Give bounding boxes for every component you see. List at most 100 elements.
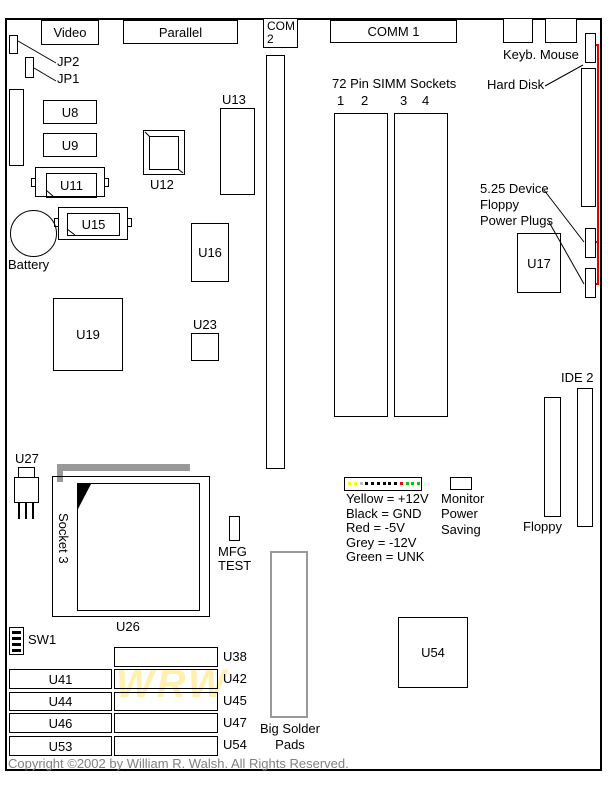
heatsink-bar-leg xyxy=(57,464,63,482)
mps-line1: Monitor xyxy=(441,491,485,506)
hard-disk-label: Hard Disk xyxy=(487,77,545,92)
monitor-power-saving-jumper xyxy=(450,477,472,490)
jp1-jumper xyxy=(25,57,34,78)
u13-label: U13 xyxy=(222,92,246,107)
jp1-label: JP1 xyxy=(57,71,80,86)
chip-u46: U46 xyxy=(9,713,112,733)
sw1-dip-switch xyxy=(9,627,24,655)
socket3-label: Socket 3 xyxy=(56,513,71,564)
u12-socket xyxy=(143,130,185,175)
simm-socket-3-4 xyxy=(394,113,448,417)
chip-u9: U9 xyxy=(43,133,97,157)
chip-u44: U44 xyxy=(9,692,112,711)
mfg-line1: MFG xyxy=(218,544,247,559)
battery-label: Battery xyxy=(8,257,50,272)
power-pin-dot xyxy=(417,482,420,485)
power-pin-dot xyxy=(405,482,409,485)
legend-grey: Grey = -12V xyxy=(346,534,417,550)
power-pin-dot xyxy=(388,482,392,485)
power-pin-dot xyxy=(348,482,351,485)
u27-label: U27 xyxy=(15,451,39,466)
legend-yellow: Yellow = +12V xyxy=(346,491,429,506)
u54-row-label: U54 xyxy=(223,737,247,752)
u26-label: U26 xyxy=(116,619,140,634)
pin1-triangle xyxy=(78,484,91,509)
u19-label: U19 xyxy=(76,327,100,342)
sw1-stripe xyxy=(12,631,21,634)
u38-label: U38 xyxy=(223,649,247,664)
mfg-line2: TEST xyxy=(218,558,252,573)
u44-label: U44 xyxy=(48,694,73,709)
parallel-connector: Parallel xyxy=(123,20,238,44)
mfg-test-label: MFG TEST xyxy=(218,545,251,573)
cpu-socket-inner xyxy=(77,483,200,611)
chip-u13 xyxy=(220,108,255,195)
board-outline xyxy=(5,18,602,771)
com2-label-line1: COM xyxy=(267,19,295,33)
u47-label: U47 xyxy=(223,715,247,730)
monitor-power-saving-label: Monitor Power Saving xyxy=(441,491,484,537)
power-pin-dot xyxy=(394,482,397,485)
u23-label: U23 xyxy=(193,317,217,332)
sw1-stripe xyxy=(12,643,21,646)
ide2-label: IDE 2 xyxy=(561,370,594,385)
mfg-test-jumper xyxy=(229,516,240,541)
big-solder-pads xyxy=(270,551,308,718)
u27-leg-2 xyxy=(25,503,27,519)
power-plug-2 xyxy=(585,268,596,298)
u15-clip-right xyxy=(127,218,132,227)
legend-green: Green = UNK xyxy=(346,549,425,565)
ide2-connector xyxy=(577,388,593,527)
keyboard-connector xyxy=(503,18,533,43)
parallel-label: Parallel xyxy=(158,24,203,40)
chip-u54-row xyxy=(114,736,218,756)
power-plug-1 xyxy=(585,228,596,258)
mps-line3: Saving xyxy=(441,521,481,537)
u46-label: U46 xyxy=(48,715,73,731)
power-plugs-line2: Floppy xyxy=(480,196,520,212)
simm-slot-2: 2 xyxy=(361,93,369,108)
power-plugs-text: 5.25 Device Floppy Power Plugs xyxy=(480,181,553,228)
copyright-text: Copyright ©2002 by William R. Walsh. All… xyxy=(8,756,349,771)
chip-u42 xyxy=(114,669,218,689)
keyb-mouse-label: Keyb. Mouse xyxy=(503,47,579,62)
power-pin-dot xyxy=(371,482,374,485)
u12-label: U12 xyxy=(150,177,174,192)
legend-black: Black = GND xyxy=(346,505,422,521)
u27-leg-1 xyxy=(18,503,20,519)
u11-clip-left xyxy=(31,178,36,187)
power-pin-dot xyxy=(376,482,380,485)
chip-u19: U19 xyxy=(53,298,123,371)
power-color-legend: Yellow = +12V Black = GND Red = -5V Grey… xyxy=(346,491,429,565)
com2-header-strip xyxy=(266,55,285,469)
simm-title: 72 Pin SIMM Sockets xyxy=(332,76,457,91)
cpu-socket-outer xyxy=(52,476,210,617)
power-plugs-line1: 5.25 Device xyxy=(480,181,549,196)
chip-u53: U53 xyxy=(9,736,112,756)
sw1-label: SW1 xyxy=(28,632,57,647)
floppy-label: Floppy xyxy=(523,519,563,534)
u11-label: U11 xyxy=(60,178,83,193)
simm-slot-1: 1 xyxy=(337,93,345,108)
power-pin-dot xyxy=(382,482,386,485)
bsp-line2: Pads xyxy=(275,736,305,752)
u53-label: U53 xyxy=(48,738,73,754)
power-connector xyxy=(344,477,422,491)
sw1-stripe xyxy=(12,649,21,652)
comm1-label: COMM 1 xyxy=(367,24,420,39)
chip-u27 xyxy=(14,477,39,503)
chip-u15: U15 xyxy=(67,213,120,236)
mps-line2: Power xyxy=(441,506,478,522)
chip-u38 xyxy=(114,647,218,667)
u11-clip-right xyxy=(104,178,109,187)
hard-disk-connector xyxy=(581,68,596,207)
power-pin-dot xyxy=(365,482,369,485)
jp2-label: JP2 xyxy=(57,54,80,69)
sw1-stripe xyxy=(12,637,21,640)
u9-label: U9 xyxy=(61,137,79,153)
jp2-jumper xyxy=(9,35,18,54)
u8-label: U8 xyxy=(61,104,79,120)
u27-leg-3 xyxy=(32,503,34,519)
bsp-line1: Big Solder xyxy=(260,721,320,736)
